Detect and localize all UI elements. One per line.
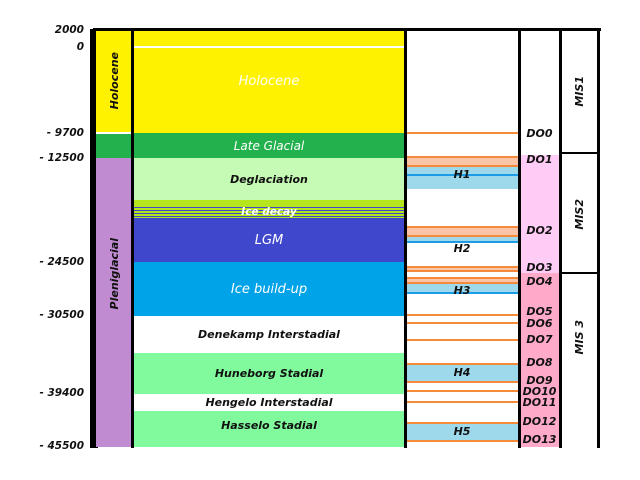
do6-label: DO6 [526,317,553,330]
stage-late-glacial-label: Late Glacial [233,138,305,153]
do12-line [405,422,519,424]
mis2-cell: MIS2 [560,155,598,273]
mis3-cell: MIS 3 [560,275,598,447]
stage-late-glacial: Late Glacial [133,133,405,158]
do8-label: DO8 [526,356,553,369]
stage-hengelo-label: Hengelo Interstadial [205,396,333,409]
do-column: DO0 DO1 DO2 DO3 DO4 DO5 DO6 DO7 DO8 DO9 … [519,30,560,447]
mis-column: MIS1 MIS2 MIS 3 [560,30,598,447]
border-col4-right [559,28,562,448]
do5-line [405,314,519,316]
tick-label-45500: - 45500 [39,440,84,452]
do1-label: DO1 [526,153,553,166]
epoch-holocene-label: Holocene [107,52,121,110]
do6-line [405,322,519,324]
do4-label: DO4 [526,275,553,288]
h2-label: H2 [453,242,471,255]
tick-label-24500: - 24500 [39,256,84,268]
stage-deglaciation: Deglaciation [133,158,405,200]
do11-label: DO11 [522,396,557,409]
h3-line [405,292,519,294]
border-col5-right [597,28,600,448]
mis1-cell: MIS1 [560,30,598,153]
do7-label: DO7 [526,333,553,346]
mis2-label: MIS2 [572,198,586,230]
do-mis1-area [519,30,560,155]
do5-label: DO5 [526,305,553,318]
do7-line [405,339,519,341]
stage-hasselo-stadial: Hasselo Stadial [133,411,405,447]
do2-label: DO2 [526,224,553,237]
h2-line [405,241,519,243]
tick-label-12500: - 12500 [39,152,84,164]
stage-denekamp-interstadial: Denekamp Interstadial [133,316,405,353]
do2-band [405,226,519,237]
h1-band [405,167,519,189]
events-column: H1 H2 H3 H4 H5 [405,30,519,447]
tick-label-9700: - 9700 [46,127,84,139]
border-col2-right [404,28,407,448]
mis2-mis3-divider [560,272,600,274]
stage-lgm: LGM [133,218,405,262]
do4-band [405,277,519,284]
stage-ice-build-up-label: Ice build-up [230,281,308,297]
epoch-pleniglacial-label: Pleniglacial [107,238,121,310]
tick-label-30500: - 30500 [39,309,84,321]
h1-line [405,174,519,176]
h5-band [405,424,519,440]
do10-line [405,390,519,392]
h3-label: H3 [453,284,471,297]
do3-label: DO3 [526,261,553,274]
do12-label: DO12 [522,415,557,428]
do3-band [405,266,519,272]
h4-band [405,365,519,381]
stage-deglaciation-label: Deglaciation [230,172,308,186]
h5-label: H5 [453,425,471,438]
top-border [93,28,601,31]
do13-line [405,440,519,442]
stage-ice-decay-label: Ice decay [241,205,297,218]
tick-label-0: 0 [76,41,84,53]
stage-denekamp-label: Denekamp Interstadial [198,328,340,341]
do0-label: DO0 [526,127,553,140]
do13-label: DO13 [522,433,557,446]
epoch-late-glacial [95,134,133,158]
do11-line [405,401,519,403]
stage-holocene-label: Holocene [238,74,300,89]
stage-hengelo-interstadial: Hengelo Interstadial [133,394,405,411]
stage-ice-build-up: Ice build-up [133,262,405,316]
h2-band [405,237,519,242]
epoch-holocene: Holocene [95,30,133,134]
mis3-label: MIS 3 [572,320,586,355]
stage-huneborg-label: Huneborg Stadial [214,367,324,380]
h3-band [405,284,519,293]
stage-lgm-label: LGM [254,232,284,248]
border-col3-right [518,28,521,448]
h4-label: H4 [453,366,471,379]
stage-ice-decay: Ice decay [133,200,405,218]
border-col1-left [93,28,96,448]
epoch-pleniglacial: Pleniglacial [95,158,133,447]
stage-hasselo-label: Hasselo Stadial [221,419,317,432]
stage-huneborg-stadial: Huneborg Stadial [133,353,405,394]
do0-line [405,132,519,134]
stage-holocene: Holocene [133,30,405,133]
epoch-column: Holocene Pleniglacial [95,30,133,447]
mis1-label: MIS1 [572,76,586,107]
tick-label-2000: 2000 [54,24,84,36]
tick-label-39400: - 39400 [39,387,84,399]
mis1-mis2-divider [560,152,600,154]
time-axis [90,29,93,448]
do-mis3-area [519,273,560,447]
stage-column: Holocene Late Glacial Deglaciation Ice d… [133,30,405,447]
present-day-line [133,46,405,48]
do8-line [405,363,519,365]
do1-band [405,156,519,167]
do10-label: DO10 [522,385,557,398]
do9-label: DO9 [526,374,553,387]
h1-label: H1 [453,168,471,181]
border-col1-right [131,28,134,448]
do-mis2-area [519,155,560,273]
do9-line [405,381,519,383]
